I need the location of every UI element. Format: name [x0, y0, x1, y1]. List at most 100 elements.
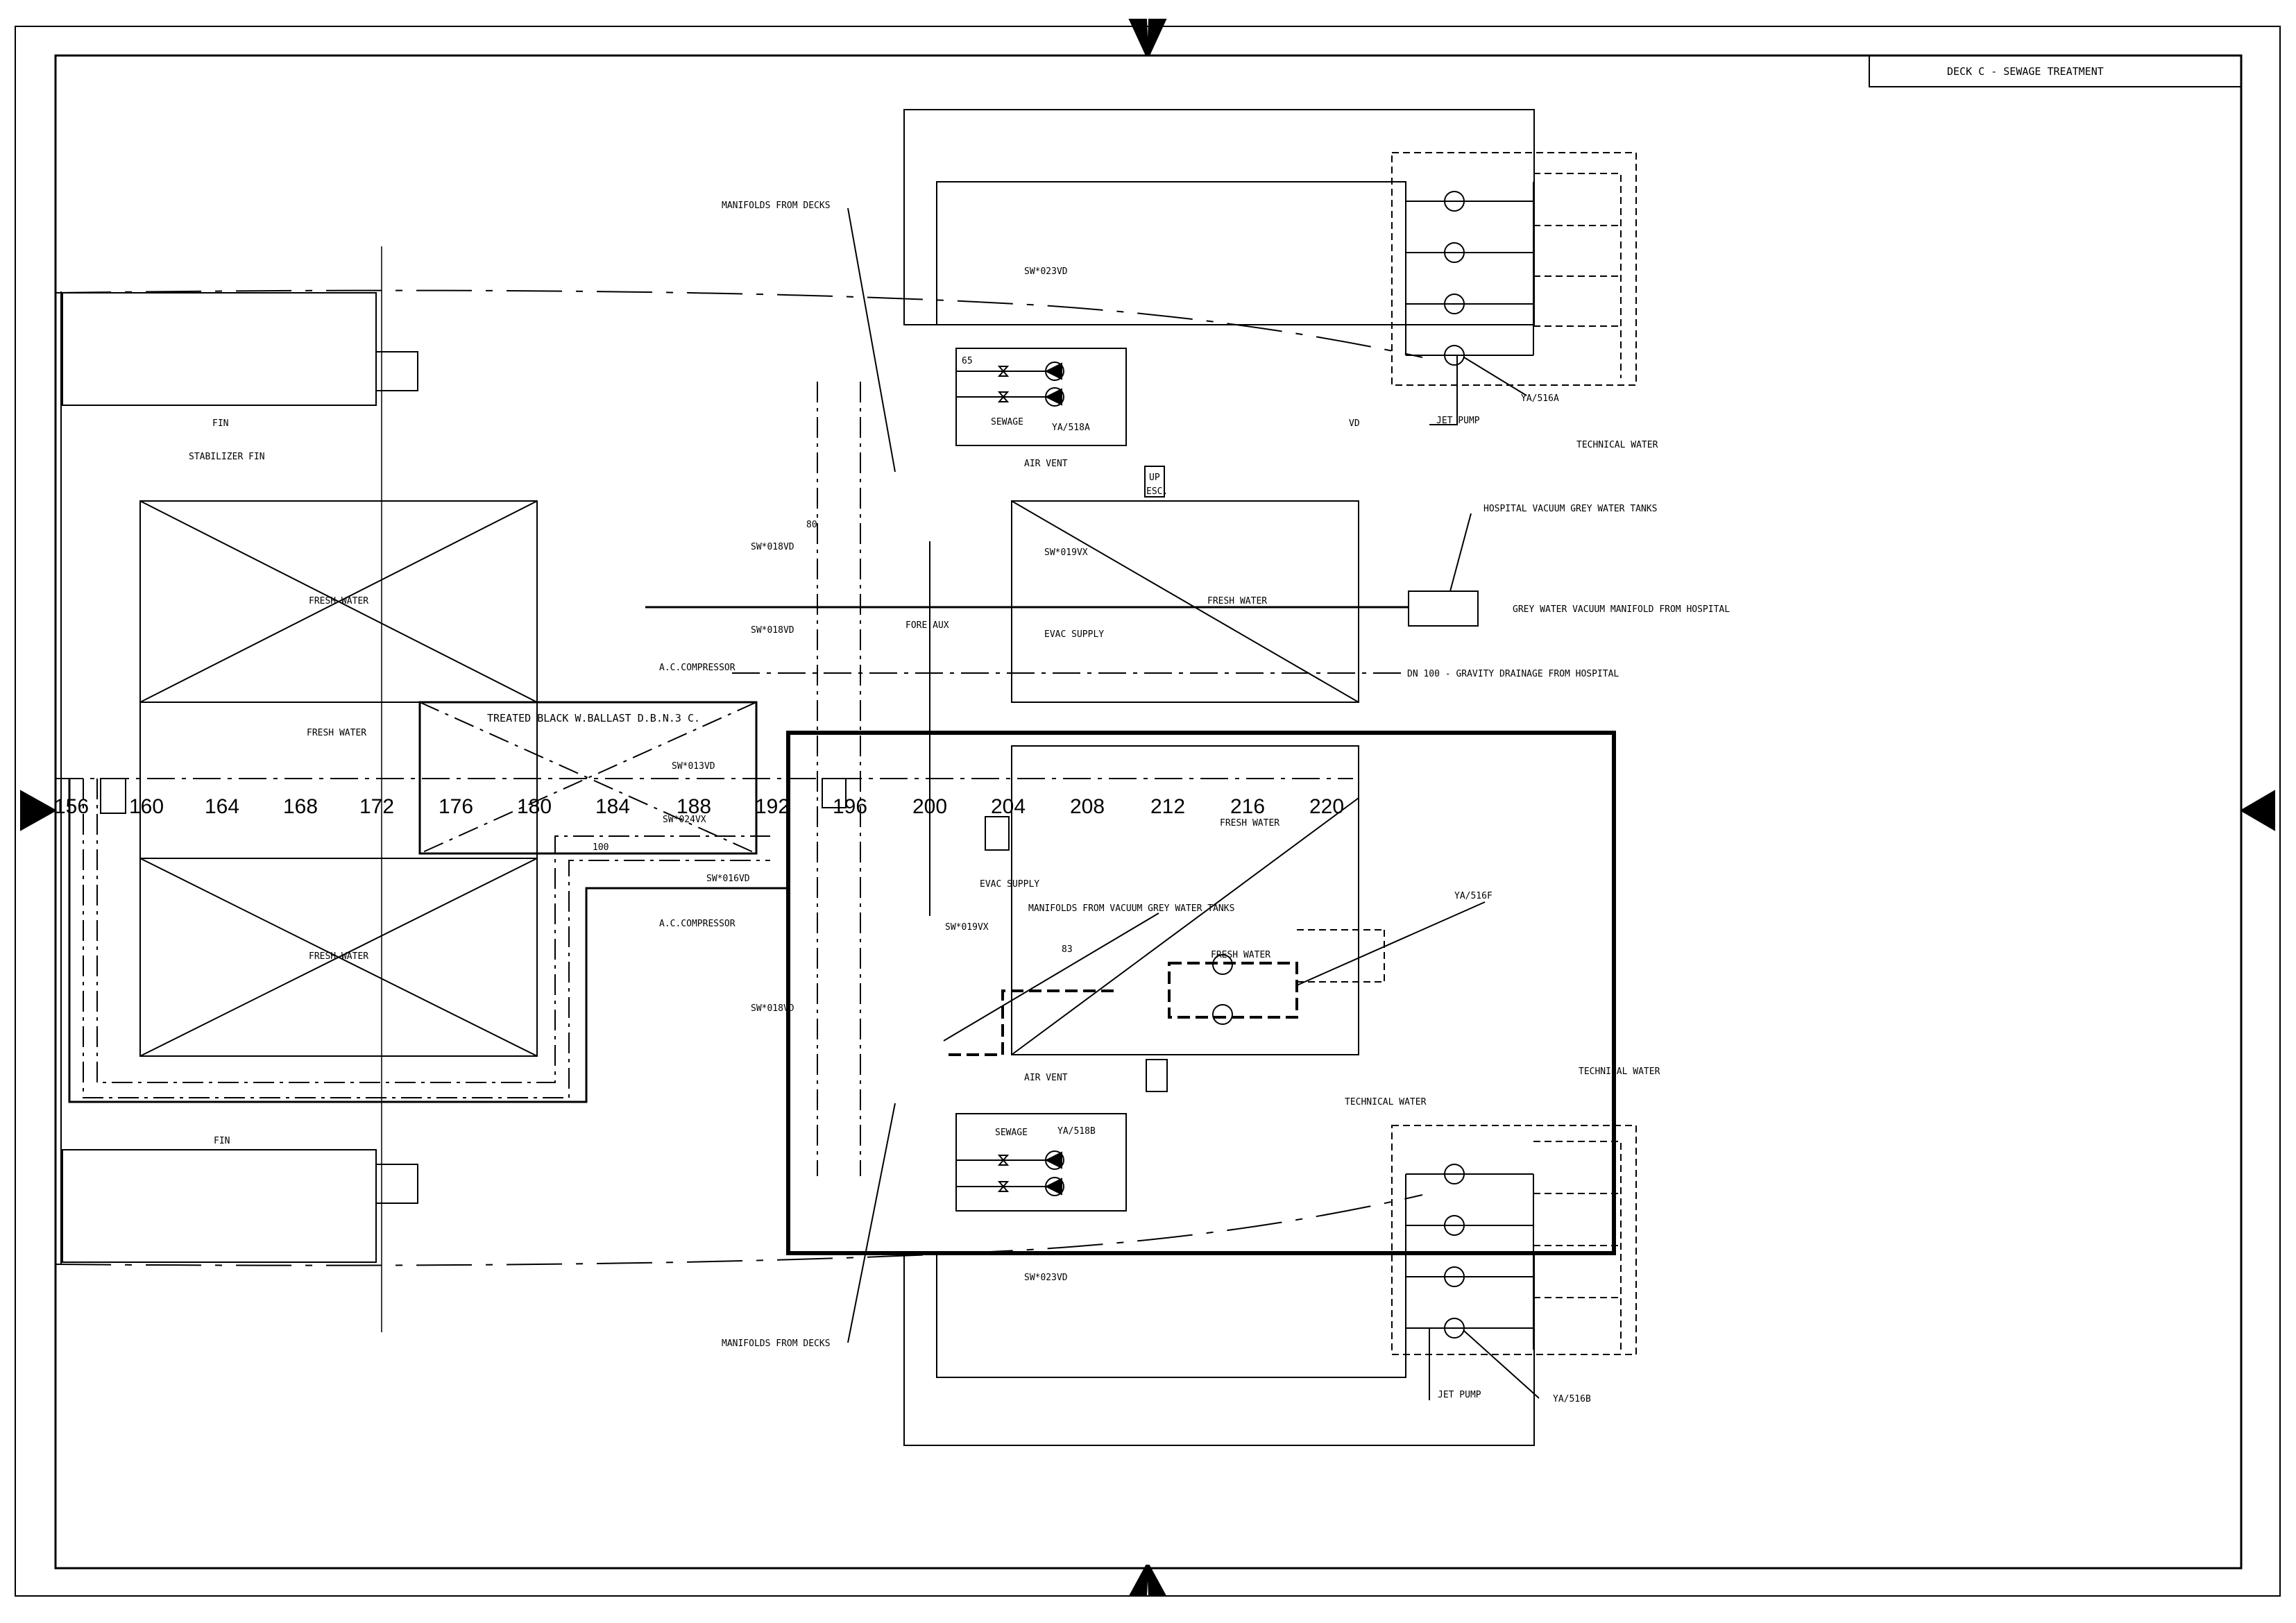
frame-number: 220: [1309, 795, 1344, 818]
grey-water-line: [947, 989, 1114, 1056]
frame-number: 192: [755, 795, 790, 818]
fin-box-top: [62, 292, 377, 406]
pipe-return-loop: [96, 779, 770, 1083]
label-sw019vx-bottom: SW*019VX: [945, 922, 989, 933]
frame-number: 172: [359, 795, 394, 818]
center-marker-bottom: [1128, 1565, 1167, 1597]
jet-pumps-top: [1405, 173, 1622, 378]
label-fresh-water-2: FRESH WATER: [307, 728, 366, 738]
label-ac-compressor-bottom: A.C.COMPRESSOR: [659, 919, 735, 929]
label-ya518b: YA/518B: [1057, 1126, 1096, 1137]
label-grey-water-manifold: GREY WATER VACUUM MANIFOLD FROM HOSPITAL: [1513, 604, 1730, 615]
title-block-text: DECK C - SEWAGE TREATMENT: [1947, 65, 2104, 78]
frame-number: 212: [1150, 795, 1185, 818]
label-technical-water-3: TECHNICAL WATER: [1579, 1067, 1660, 1077]
jet-pumps-bottom: [1405, 1141, 1622, 1352]
frame-number: 180: [517, 795, 552, 818]
label-jet-pump-top: JET PUMP: [1436, 416, 1480, 426]
leader-manifolds-top: [847, 207, 896, 473]
treated-tank-diag-a: [419, 702, 757, 854]
label-esc: ESC.: [1146, 486, 1168, 497]
label-fresh-water-1: FRESH WATER: [309, 596, 368, 606]
label-ya516f: YA/516F: [1454, 891, 1493, 901]
frame-number: 176: [439, 795, 473, 818]
sewage-pumps-top: [956, 362, 1064, 407]
hospital-tank-box: [1408, 590, 1479, 627]
label-sw024vx: SW*024VX: [663, 815, 706, 825]
frame-number: 208: [1070, 795, 1105, 818]
treated-tank-diag-b: [419, 702, 757, 854]
esc-up-box-left: [100, 778, 126, 814]
label-dn-100: 100: [593, 842, 609, 853]
frame-number: 196: [833, 795, 867, 818]
fin-box-top-nub: [375, 351, 418, 391]
fresh-water-tank-2: [139, 702, 538, 859]
label-sw018vd-c: SW*018VD: [751, 1003, 794, 1014]
frame-number: 216: [1230, 795, 1265, 818]
label-ya516b: YA/516B: [1553, 1394, 1591, 1404]
center-marker-left: [20, 790, 58, 831]
center-marker-top: [1128, 19, 1167, 56]
jet-pump-dashed-area-top: [1391, 152, 1637, 386]
leader-ya516f: [1296, 901, 1486, 986]
leader-manifolds-bottom: [847, 1103, 896, 1343]
label-fresh-water-5: FRESH WATER: [1220, 818, 1279, 829]
bottom-loop-outer: [903, 1254, 1535, 1446]
pipe-return-loop-2: [83, 779, 770, 1098]
label-gravity-drainage: DN 100 - GRAVITY DRAINAGE FROM HOSPITAL: [1407, 669, 1619, 679]
frame-number: 188: [677, 795, 711, 818]
label-evac-supply-top: EVAC SUPPLY: [1044, 629, 1104, 640]
label-vd: VD: [1349, 418, 1360, 429]
fin-box-bottom: [62, 1149, 377, 1263]
label-dn-80: 80: [806, 520, 817, 530]
label-sw013vd: SW*013VD: [672, 761, 715, 772]
label-fore-aux: FORE AUX: [905, 620, 949, 631]
esc-up-box-bottom: [1146, 1059, 1168, 1092]
center-marker-right: [2240, 790, 2275, 831]
label-ac-compressor-top: A.C.COMPRESSOR: [659, 663, 735, 673]
fin-box-bottom-nub: [375, 1164, 418, 1204]
esc-up-box-mid: [985, 816, 1010, 851]
label-technical-water-2: TECHNICAL WATER: [1345, 1097, 1427, 1107]
pipe-solid-loop: [68, 779, 788, 1103]
bottom-loop-inner: [936, 1254, 1406, 1378]
label-fin-top: FIN: [212, 418, 228, 429]
leader-ya516b: [1463, 1330, 1540, 1399]
fresh-water-tank-right-top: [1011, 500, 1359, 703]
grey-water-pump-dashed-box: [1168, 962, 1298, 1019]
label-sw019vx-top: SW*019VX: [1044, 547, 1088, 558]
tank-right-top-diag-a: [1011, 500, 1359, 703]
label-sw016vd: SW*016VD: [706, 874, 750, 884]
label-stabilizer-fin: STABILIZER FIN: [189, 452, 265, 462]
label-fresh-water-3: FRESH WATER: [309, 951, 368, 962]
esc-up-box-centre: [822, 778, 847, 808]
label-sw023vd-top: SW*023VD: [1024, 266, 1068, 277]
frame-number: 160: [129, 795, 164, 818]
hull-line-bottom: [55, 1194, 1423, 1266]
frame-number: 156: [54, 795, 89, 818]
label-air-vent-top: AIR VENT: [1024, 459, 1068, 469]
tank-3-diag-b: [139, 858, 538, 1057]
leader-jet-pump-top: [1429, 355, 1458, 425]
label-jet-pump-bottom: JET PUMP: [1438, 1390, 1481, 1400]
grey-water-pump-2: [1212, 1004, 1233, 1025]
hull-line-top: [55, 289, 1423, 358]
label-evac-supply-bottom: EVAC SUPPLY: [980, 879, 1039, 890]
label-fresh-water-4: FRESH WATER: [1207, 596, 1267, 606]
fresh-water-tank-right-mid: [1011, 745, 1359, 1055]
label-ya516a: YA/516A: [1521, 393, 1559, 404]
label-sw018vd-a: SW*018VD: [751, 542, 794, 552]
label-treated-black: TREATED BLACK W.BALLAST D.B.N.3 C.: [487, 712, 700, 724]
outer-border: [15, 26, 2281, 1597]
frame-number: 184: [595, 795, 630, 818]
title-block-box: [1869, 55, 2242, 87]
top-loop-outer: [903, 109, 1535, 325]
label-hospital-tanks: HOSPITAL VACUUM GREY WATER TANKS: [1483, 504, 1657, 514]
sewage-pump-box-ya518b: [955, 1113, 1127, 1212]
label-manifolds-top: MANIFOLDS FROM DECKS: [722, 201, 831, 211]
jet-pump-dashed-area-bottom: [1391, 1125, 1637, 1355]
grey-water-return-dash: [1297, 929, 1385, 983]
esc-up-box-top: [1144, 466, 1165, 498]
label-sw018vd-b: SW*018VD: [751, 625, 794, 636]
label-manifolds-bottom: MANIFOLDS FROM DECKS: [722, 1339, 831, 1349]
